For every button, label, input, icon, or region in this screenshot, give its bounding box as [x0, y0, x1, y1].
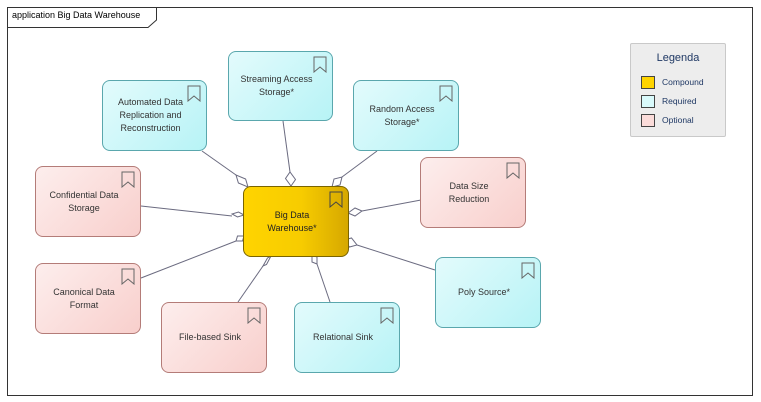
node-streaming-access-storage[interactable]: Streaming Access Storage*	[228, 51, 333, 121]
legend-item-required: Required	[641, 93, 697, 109]
node-canonical-data-format[interactable]: Canonical Data Format	[35, 263, 141, 334]
requirement-bookmark-icon	[121, 171, 135, 188]
legend-label: Optional	[662, 115, 694, 125]
legend-swatch	[641, 75, 655, 89]
connector-polysource	[356, 244, 436, 271]
requirement-bookmark-icon	[521, 262, 535, 279]
requirement-bookmark-icon	[380, 307, 394, 324]
requirement-bookmark-icon	[313, 56, 327, 73]
connector-filesink	[237, 265, 264, 303]
legend-item-optional: Optional	[641, 112, 694, 128]
legend-item-compound: Compound	[641, 74, 704, 90]
legend-title: Legenda	[656, 52, 700, 64]
diagram-frame	[7, 7, 753, 396]
diamond-random	[331, 176, 343, 188]
requirement-bookmark-icon	[247, 307, 261, 324]
node-label: Random Access Storage*	[369, 103, 435, 127]
node-label: Automated Data Replication and Reconstru…	[117, 97, 184, 133]
requirement-bookmark-icon	[506, 162, 520, 179]
node-file-based-sink[interactable]: File-based Sink	[161, 302, 267, 373]
node-label: Poly Source*	[457, 287, 511, 297]
node-label: Data Size Reduction	[448, 180, 490, 204]
node-label: Confidential Data Storage	[49, 189, 119, 213]
node-relational-sink[interactable]: Relational Sink	[294, 302, 400, 373]
diamond-filesink	[261, 254, 273, 268]
connector-streaming	[282, 120, 291, 173]
legend-label: Compound	[662, 77, 704, 87]
requirement-bookmark-icon	[329, 191, 343, 208]
legend-swatch	[641, 94, 655, 108]
diamond-streaming	[284, 171, 297, 187]
connector-confidential	[140, 205, 233, 217]
legend: Legenda Compound Required Optional	[630, 43, 726, 137]
node-label: Canonical Data Format	[53, 286, 115, 310]
diagram-title-tab	[7, 7, 157, 28]
diamond-confidential	[230, 211, 246, 218]
node-confidential-data-storage[interactable]: Confidential Data Storage	[35, 166, 141, 237]
node-poly-source[interactable]: Poly Source*	[435, 257, 541, 328]
node-automated-data-replication[interactable]: Automated Data Replication and Reconstru…	[102, 80, 207, 151]
legend-label: Required	[662, 96, 697, 106]
diamond-replication	[235, 174, 249, 188]
requirement-bookmark-icon	[187, 85, 201, 102]
node-random-access-storage[interactable]: Random Access Storage*	[353, 80, 459, 151]
node-label: Big Data Warehouse*	[267, 209, 317, 233]
node-label: Relational Sink	[312, 332, 374, 342]
connector-random	[341, 150, 378, 178]
connector-relsink	[316, 263, 331, 303]
diagram-title: application Big Data Warehouse	[12, 10, 141, 20]
connector-replication	[201, 150, 237, 176]
node-label: File-based Sink	[178, 332, 242, 342]
requirement-bookmark-icon	[121, 268, 135, 285]
connector-reduction	[361, 199, 422, 212]
requirement-bookmark-icon	[439, 85, 453, 102]
diamond-reduction	[346, 207, 364, 217]
node-data-size-reduction[interactable]: Data Size Reduction	[420, 157, 526, 228]
node-label: Streaming Access Storage*	[240, 74, 313, 97]
legend-swatch	[641, 113, 655, 127]
node-big-data-warehouse[interactable]: Big Data Warehouse*	[243, 186, 349, 257]
connector-canonical	[140, 240, 237, 279]
